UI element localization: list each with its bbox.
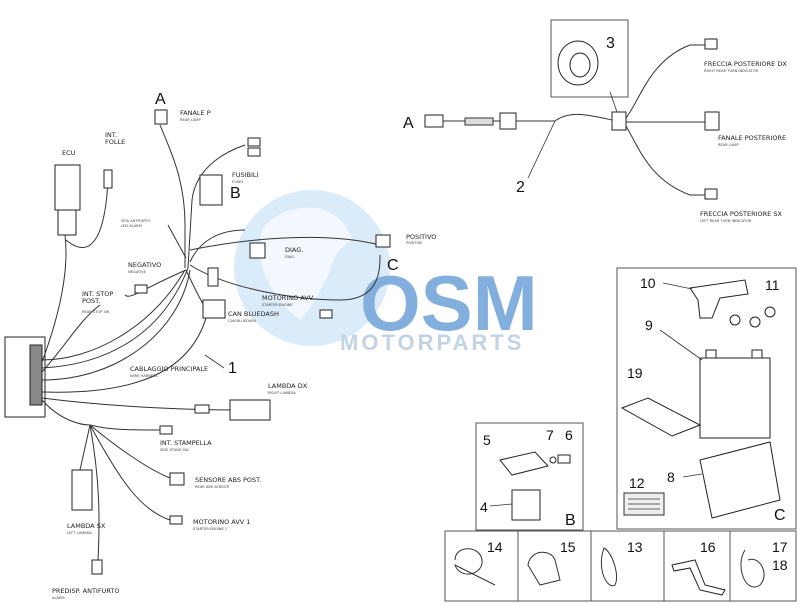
battery-box: 10 11 9 19 12 8 C xyxy=(616,267,797,530)
sub-lambda-sx: LEFT LAMBDA xyxy=(67,531,92,535)
ref-10: 10 xyxy=(640,275,656,291)
freccia-sx-connector xyxy=(704,188,718,200)
label-fanale-post: FANALE POSTERIORE xyxy=(718,134,786,142)
label-int-folle: INT.FOLLE xyxy=(105,131,125,146)
sub-cablaggio-principale: WIRE HARNESS xyxy=(130,374,158,378)
sub-motorino-avv-1: STARTER ENGINE 1 xyxy=(193,527,227,531)
callout-2: 2 xyxy=(516,179,525,196)
sub-motorino-avv: STARTER ENGINE xyxy=(262,303,293,307)
sub-fanale-p: REAR LAMP xyxy=(180,118,202,122)
clip-label-18: 18 xyxy=(772,557,788,573)
lambda-sx-connector xyxy=(71,469,93,511)
connector-box: 5 7 6 4 B xyxy=(475,422,584,531)
clip-label-15: 15 xyxy=(560,539,576,555)
abs-sensor-connector xyxy=(169,472,185,486)
ecu-connector xyxy=(54,164,81,211)
label-positivo: POSITIVO xyxy=(406,233,436,241)
callout-a-main: A xyxy=(155,91,166,108)
ref-7: 7 xyxy=(546,427,554,443)
ref-4: 4 xyxy=(480,499,488,515)
ref-19: 19 xyxy=(627,365,643,381)
label-lambda-dx: LAMBDA DX xyxy=(268,382,308,390)
positivo-connector xyxy=(375,234,391,248)
clips-row: 14 15 13 16 17 18 xyxy=(444,530,797,602)
label-negativo: NEGATIVO xyxy=(128,261,161,269)
label-freccia-sx: FRECCIA POSTERIORE SX xyxy=(700,210,782,218)
can-bluedash-connector xyxy=(202,299,226,319)
fanale-post-connector xyxy=(704,111,720,131)
battery-box-corner: C xyxy=(774,507,786,524)
rear-harness: A 2 3 FRECCIA POSTERIORE DX RIGHT REAR T… xyxy=(403,19,787,223)
sub-negativo: NEGATIVE xyxy=(128,270,147,274)
sub-freccia-sx: LEFT REAR TURN INDICATOR xyxy=(700,219,752,223)
connector-block xyxy=(511,489,541,521)
sub-freccia-dx: RIGHT REAR TURN INDICATOR xyxy=(704,69,759,73)
label-cablaggio-principale: CABLAGGIO PRINCIPALE xyxy=(130,365,208,373)
main-harness: ECU INT.FOLLE FANALE P REAR LAMP FUSIBIL… xyxy=(4,91,436,600)
label-freccia-dx: FRECCIA POSTERIORE DX xyxy=(704,60,787,68)
ref-5: 5 xyxy=(483,432,491,448)
label-motorino-avv: MOTORINO AVV. xyxy=(262,294,314,302)
callout-a-rear: A xyxy=(403,115,414,132)
clip-box-13 xyxy=(590,530,665,602)
watermark-sub: MOTORPARTS xyxy=(340,330,524,355)
label-ecu: ECU xyxy=(62,149,76,157)
callout-3: 3 xyxy=(606,35,615,52)
connector-box-corner: B xyxy=(565,512,576,529)
freccia-dx-connector xyxy=(704,38,718,50)
label-spia-antifurto: SPIA ANTIFURTO xyxy=(121,219,151,223)
label-can-bluedash: CAN BLUEDASH xyxy=(228,310,279,318)
label-lambda-sx: LAMBDA SX xyxy=(67,522,106,530)
sub-fanale-post: REAR LAMP xyxy=(718,143,740,147)
watermark-brand: OSM xyxy=(360,259,538,347)
ref-9: 9 xyxy=(645,317,653,333)
sub-fusibili: FUSES xyxy=(232,180,244,184)
clip-box-15 xyxy=(517,530,592,602)
ref-6: 6 xyxy=(565,427,573,443)
sub-int-stampella: SIDE STAND SW. xyxy=(160,448,189,452)
ref-11: 11 xyxy=(765,277,780,293)
fuse-box xyxy=(199,174,223,206)
sub-int-stop-post: REAR STOP SW xyxy=(82,310,110,314)
label-int-stampella: INT. STAMPELLA xyxy=(160,439,212,447)
sub-can-bluedash: CAN BLUEDASH xyxy=(228,319,256,323)
watermark: OSM MOTORPARTS xyxy=(234,190,538,355)
label-predisp-antifurto: PREDISP. ANTIFURTO xyxy=(52,587,119,595)
sub-predisp-antifurto: ALARM xyxy=(52,596,65,600)
clip-label-14: 14 xyxy=(487,539,503,555)
diag-connector xyxy=(249,242,266,259)
rear-junction xyxy=(611,111,627,131)
int-folle-switch xyxy=(103,169,113,189)
label-fusibili: FUSIBILI xyxy=(232,171,259,179)
clip-label-13: 13 xyxy=(627,539,643,555)
sub-positivo: POSITIVE xyxy=(406,241,423,245)
sub-diag: DIAG xyxy=(285,255,294,259)
clip-label-17: 17 xyxy=(772,539,788,555)
callout-c-main: C xyxy=(387,257,399,274)
sub-spia-antifurto: LED ALARM xyxy=(121,224,142,228)
clip-label-16: 16 xyxy=(700,539,716,555)
label-fanale-p: FANALE P xyxy=(180,109,211,117)
label-motorino-avv-1: MOTORINO AVV 1 xyxy=(193,518,250,526)
lambda-dx-connector xyxy=(229,399,271,421)
battery xyxy=(699,357,771,439)
sub-lambda-dx: RIGHT LAMBDA xyxy=(268,391,296,395)
label-diag: DIAG. xyxy=(285,246,303,254)
sub-sensore-abs: REAR ABS SENSOR xyxy=(195,485,229,489)
fanale-connector xyxy=(154,109,168,125)
ref-8: 8 xyxy=(667,469,675,485)
callout-1: 1 xyxy=(228,360,237,377)
label-sensore-abs: SENSORE ABS POST. xyxy=(195,476,261,484)
callout-b-main: B xyxy=(230,185,241,202)
ref-12: 12 xyxy=(629,475,645,491)
